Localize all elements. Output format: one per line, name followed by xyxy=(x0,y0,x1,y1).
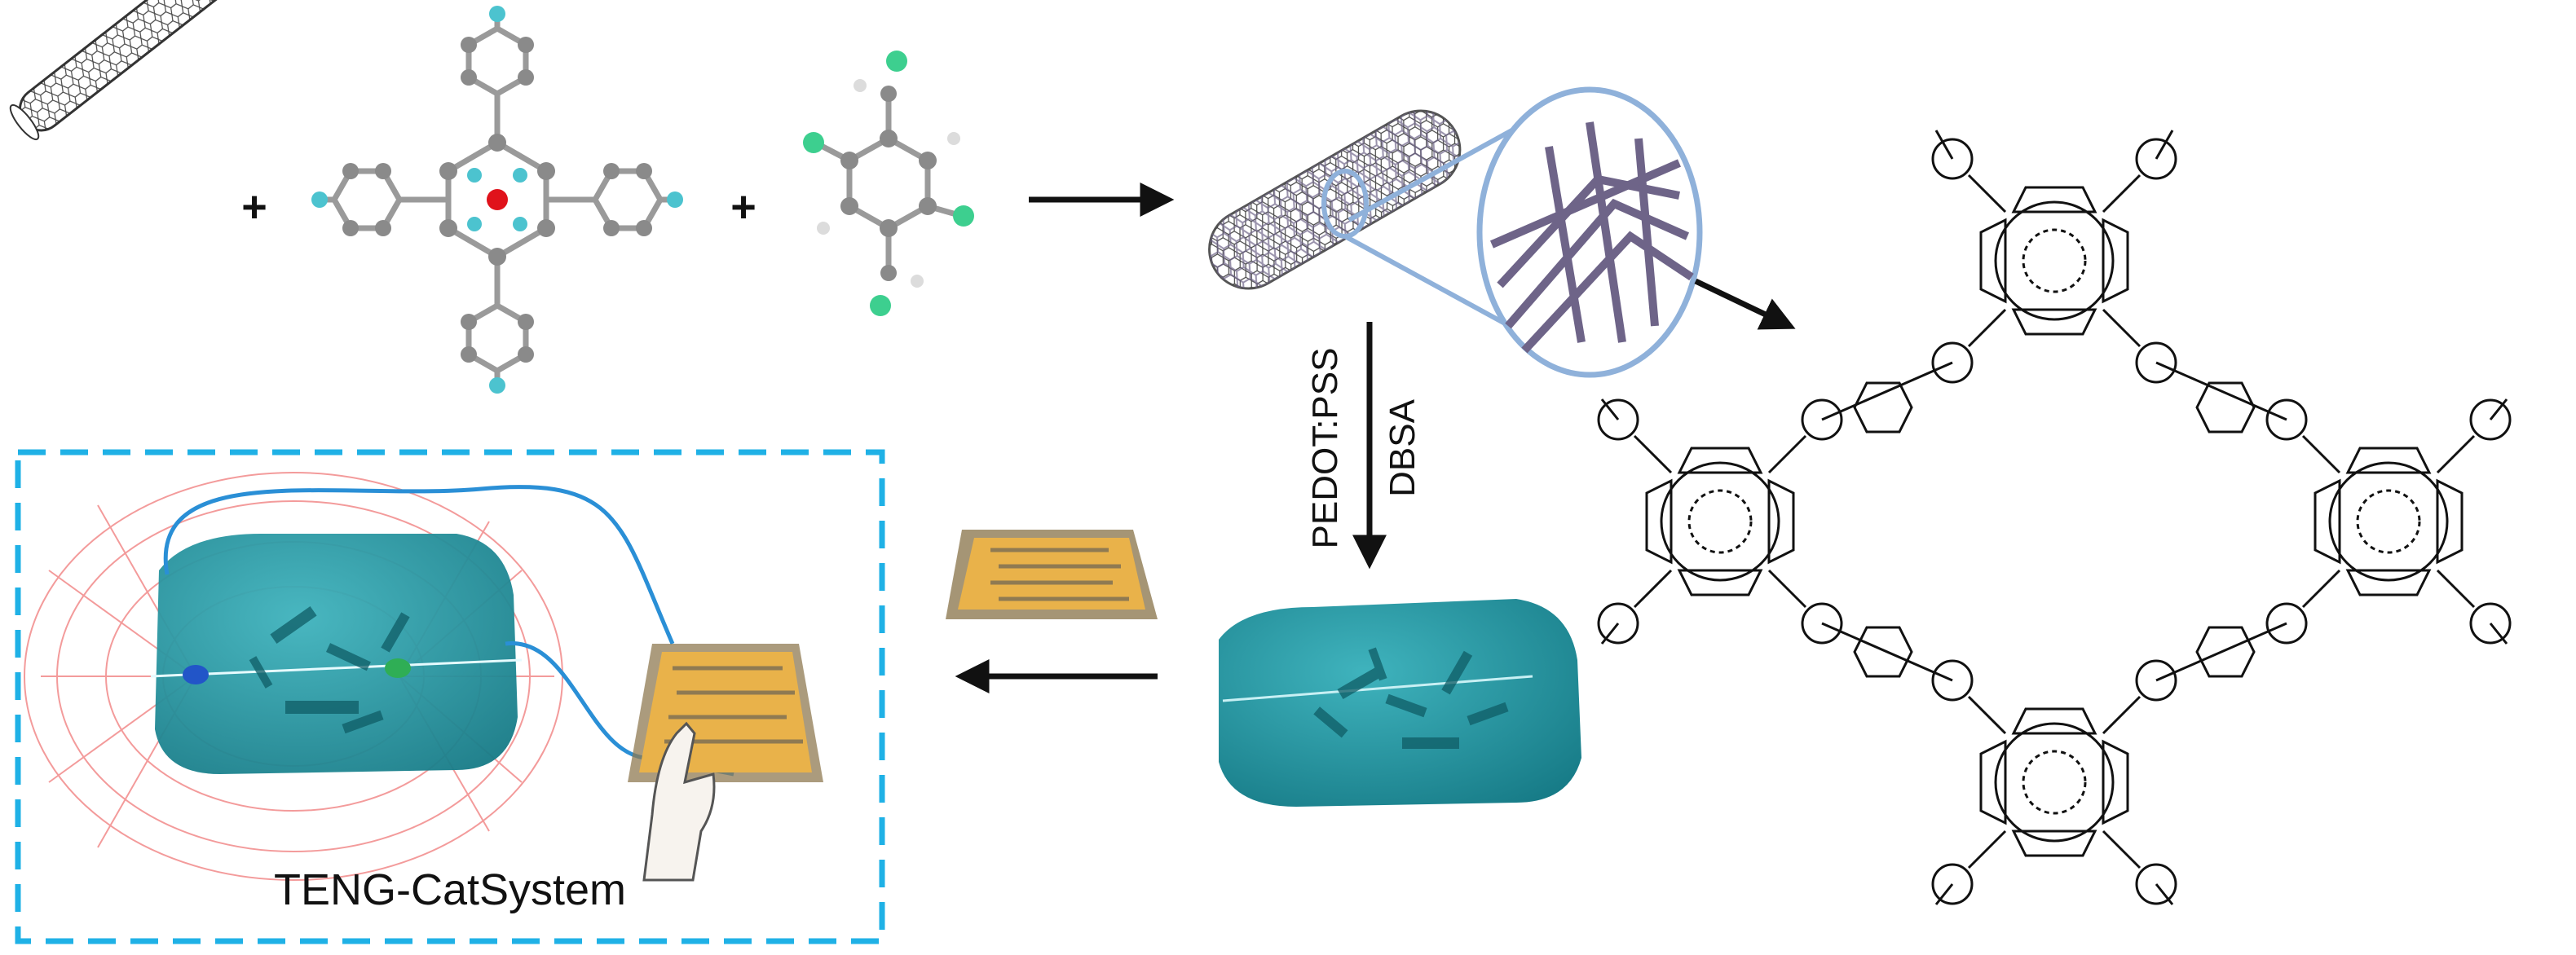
reagent-label-pedot-pss: PEDOT:PSS xyxy=(1305,348,1345,549)
teng-catsystem-frame xyxy=(15,449,885,944)
finger-icon xyxy=(642,721,716,882)
hydrogel-block-icon xyxy=(1219,599,1581,807)
plus-sign: + xyxy=(730,183,756,231)
cof-framework-structure-icon xyxy=(1597,130,2512,905)
connecting-wire xyxy=(163,485,675,645)
cnt-cof-composite-icon xyxy=(1208,86,1703,378)
carbon-nanotube-icon xyxy=(9,0,236,141)
plus-sign: + xyxy=(241,183,267,231)
zoom-to-structure-arrow xyxy=(1694,278,1796,330)
hydrogel-block-icon xyxy=(150,534,523,774)
linker-monomer-icon xyxy=(803,51,974,316)
reagent-label-dbsa: DBSA xyxy=(1383,398,1423,496)
interdigitated-electrode-icon xyxy=(628,644,823,782)
interdigitated-electrode-icon xyxy=(946,530,1158,619)
porphyrin-monomer-icon xyxy=(311,6,683,394)
system-title: TENG-CatSystem xyxy=(274,865,626,914)
